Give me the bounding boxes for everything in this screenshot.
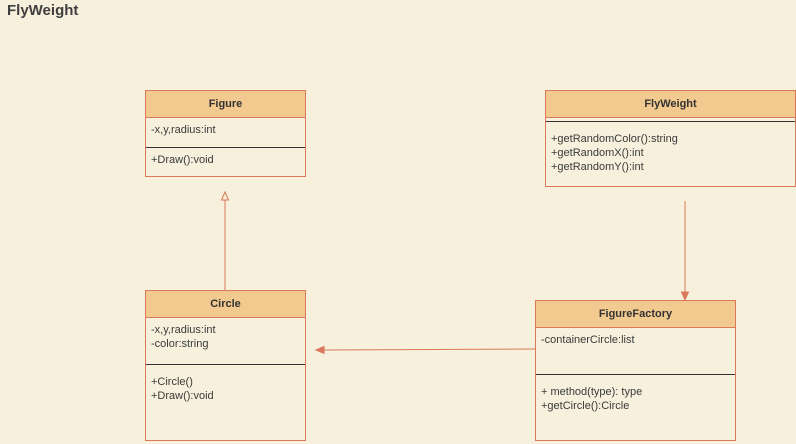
method: +Draw():void [151, 154, 214, 166]
method: +getRandomColor():string [551, 133, 678, 145]
divider [146, 147, 305, 148]
divider [546, 121, 795, 122]
inheritance-arrow-circle-figure[interactable] [220, 190, 230, 290]
methods-section: + method(type): type +getCircle():Circle [536, 375, 735, 413]
methods-section: +getRandomColor():string +getRandomX():i… [546, 122, 795, 174]
methods-section: +Circle() +Draw():void [146, 365, 305, 403]
attributes-section: -x,y,radius:int -color:string [146, 318, 305, 364]
class-figure[interactable]: Figure -x,y,radius:int +Draw():void [145, 90, 306, 177]
attributes-section: -x,y,radius:int [146, 118, 305, 147]
attribute: -x,y,radius:int [151, 324, 216, 336]
association-arrow-flyweight-figurefactory[interactable] [680, 201, 690, 302]
methods-section: +Draw():void [146, 148, 305, 167]
method: +getRandomY():int [551, 161, 644, 173]
class-flyweight[interactable]: FlyWeight +getRandomColor():string +getR… [545, 90, 796, 187]
class-name: FigureFactory [536, 301, 735, 328]
method: +getRandomX():int [551, 147, 644, 159]
class-circle[interactable]: Circle -x,y,radius:int -color:string +Ci… [145, 290, 306, 441]
method: +Circle() [151, 376, 193, 388]
attribute: -x,y,radius:int [151, 124, 216, 136]
association-arrow-figurefactory-circle[interactable] [314, 345, 536, 355]
class-figurefactory[interactable]: FigureFactory -containerCircle:list + me… [535, 300, 736, 441]
class-name: Circle [146, 291, 305, 318]
method: +getCircle():Circle [541, 400, 630, 412]
class-name: FlyWeight [546, 91, 795, 118]
class-name: Figure [146, 91, 305, 118]
attribute: -containerCircle:list [541, 334, 635, 346]
page-title: FlyWeight [7, 2, 79, 19]
divider [536, 374, 735, 375]
attributes-section: -containerCircle:list [536, 328, 735, 374]
divider [146, 364, 305, 365]
method: + method(type): type [541, 386, 643, 398]
attribute: -color:string [151, 338, 209, 350]
method: +Draw():void [151, 390, 214, 402]
